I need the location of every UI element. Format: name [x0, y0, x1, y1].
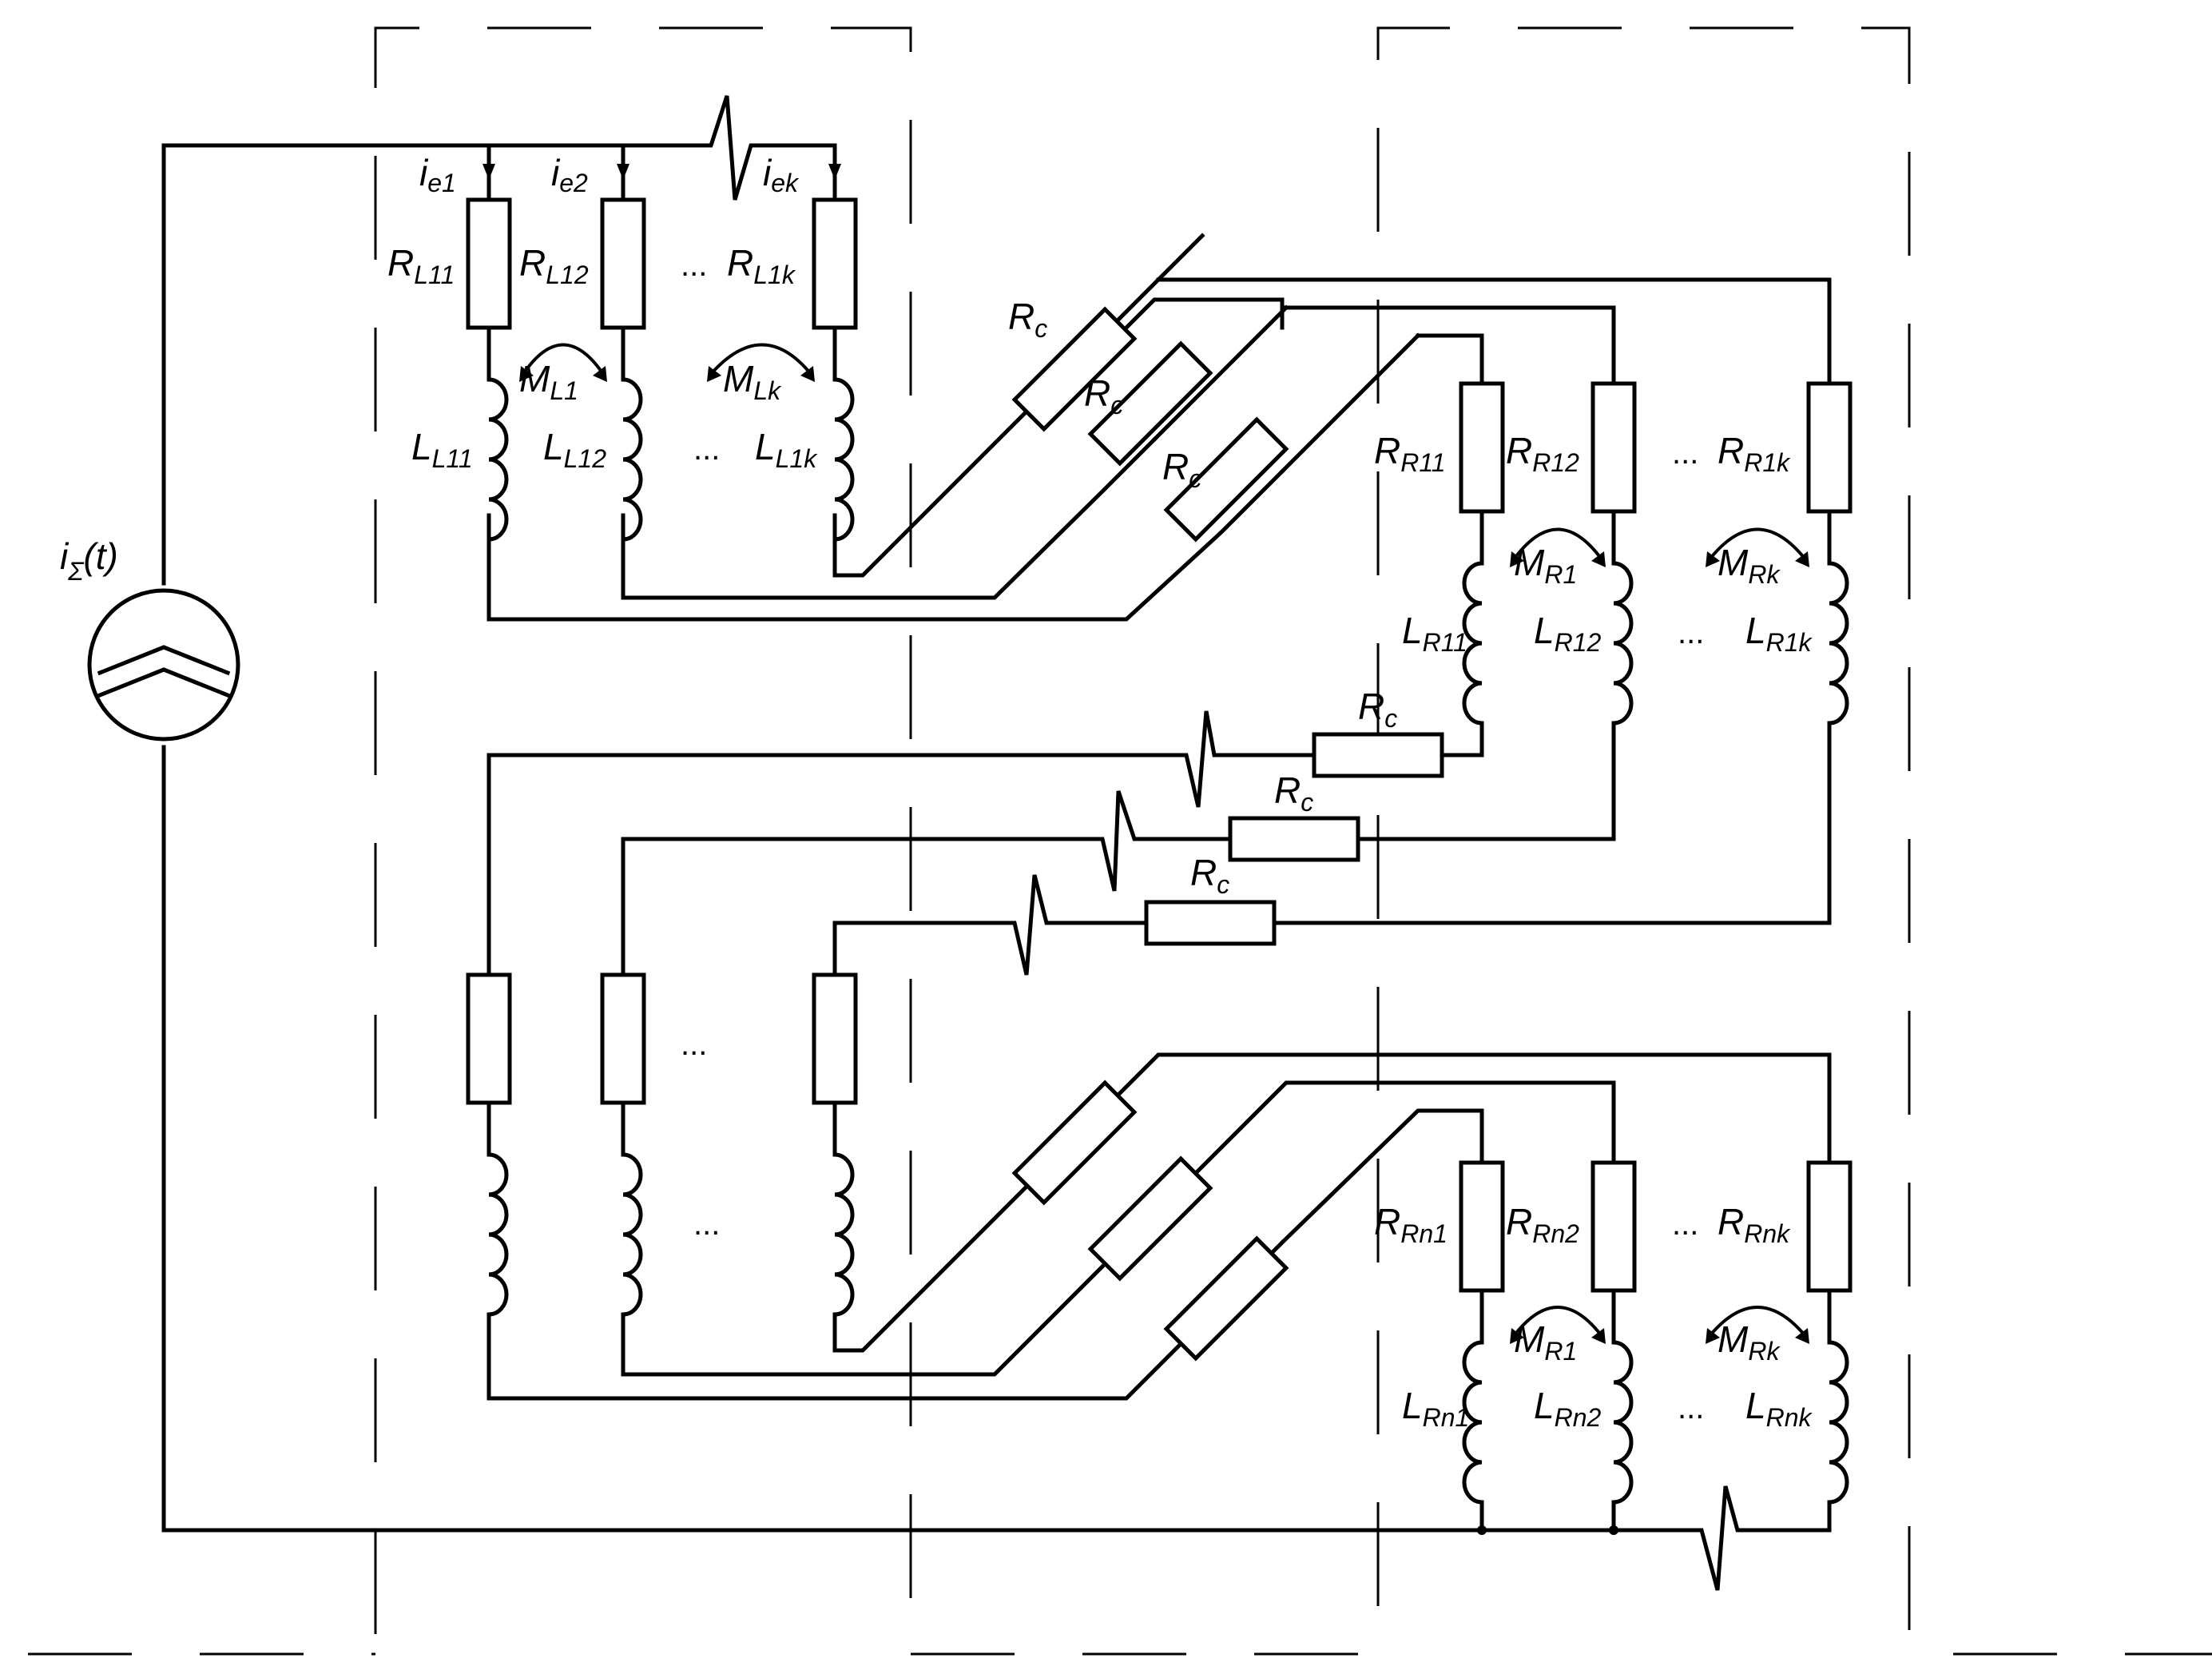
- ellipsis: ...: [1672, 1207, 1698, 1242]
- ellipsis: ...: [1672, 435, 1698, 471]
- label-RL1k: RL1k: [727, 242, 796, 289]
- label-RRnk: RRnk: [1718, 1201, 1791, 1248]
- label-MLk: MLk: [723, 358, 782, 405]
- label-LRn2: LRn2: [1534, 1385, 1602, 1432]
- label-RR1k: RR1k: [1718, 430, 1791, 477]
- label-Rc: Rc: [1358, 686, 1397, 733]
- ellipsis: ...: [681, 1027, 707, 1062]
- label-RL12: RL12: [519, 242, 589, 289]
- label-ML1: ML1: [519, 358, 578, 405]
- label-RRn1: RRn1: [1374, 1201, 1448, 1248]
- label-LR11: LR11: [1402, 610, 1467, 657]
- label-Rc: Rc: [1274, 769, 1313, 817]
- coupling-top: Rc Rc Rc: [1008, 233, 1832, 539]
- label-Rc: Rc: [1084, 372, 1123, 419]
- right-bottom-group: RRn1 RRn2 ... RRnk MR1 MRk LRn1 LRn2 ...…: [1374, 1163, 1850, 1535]
- label-RL11: RL11: [387, 242, 455, 289]
- label-ie2: ie2: [551, 152, 588, 197]
- label-RRn2: RRn2: [1506, 1201, 1579, 1248]
- label-RR11: RR11: [1374, 430, 1446, 477]
- label-LRn1: LRn1: [1402, 1385, 1469, 1432]
- label-iek: iek: [763, 152, 800, 197]
- label-MRk: MRk: [1718, 542, 1781, 589]
- label-Rc: Rc: [1008, 296, 1047, 343]
- source-label: iΣ(t): [60, 535, 118, 586]
- label-MRk: MRk: [1718, 1318, 1781, 1366]
- label-ie1: ie1: [419, 152, 456, 197]
- label-Rc: Rc: [1190, 852, 1229, 899]
- ellipsis: ...: [1678, 1390, 1704, 1425]
- source-branch: iΣ(t): [60, 95, 1832, 1591]
- ellipsis: ...: [1678, 615, 1704, 650]
- label-Rc: Rc: [1162, 446, 1201, 493]
- label-LRnk: LRnk: [1745, 1385, 1813, 1432]
- label-LR12: LR12: [1534, 610, 1602, 657]
- right-top-group: RR11 RR12 ... RR1k MR1 MRk LR11 LR12 ...…: [486, 384, 1850, 977]
- ellipsis: ...: [693, 431, 720, 467]
- ellipsis: ...: [693, 1207, 720, 1242]
- label-LL12: LL12: [543, 426, 606, 473]
- label-LR1k: LR1k: [1745, 610, 1813, 657]
- label-RR12: RR12: [1506, 430, 1579, 477]
- label-LL11: LL11: [411, 426, 473, 473]
- left-bottom-group: ... ...: [468, 975, 1832, 1401]
- ellipsis: ...: [681, 248, 707, 283]
- current-source-icon: [87, 588, 240, 742]
- region-boundaries: [28, 26, 2212, 1656]
- label-LL1k: LL1k: [755, 426, 818, 473]
- left-top-group: ie1 ie2 iek RL11 RL12 ... RL1k ML1 MLk L…: [387, 143, 1285, 622]
- label-MR1: MR1: [1514, 1318, 1577, 1366]
- label-MR1: MR1: [1514, 542, 1577, 589]
